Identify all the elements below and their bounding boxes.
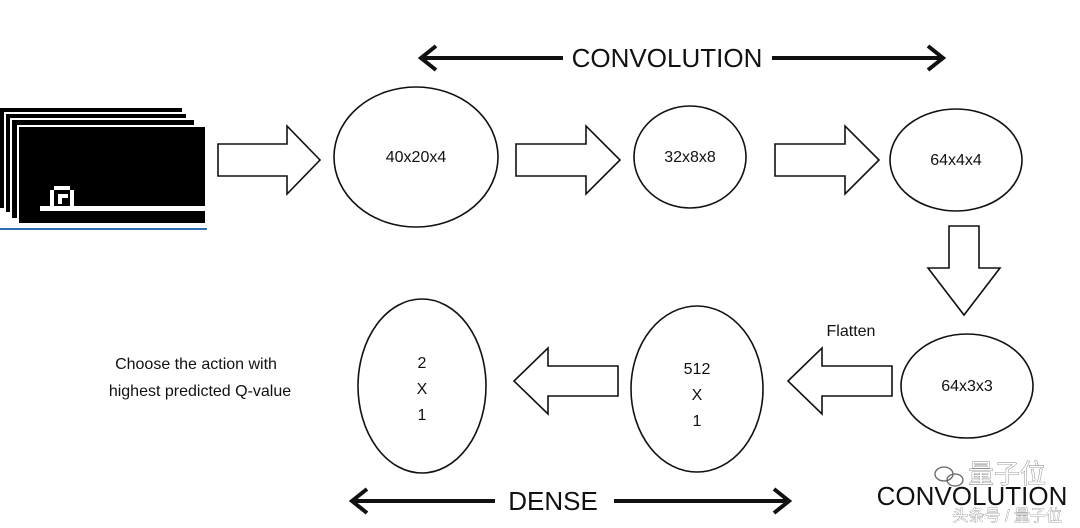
conv-layer-4: 64x3x3 <box>900 333 1034 439</box>
conv-layer-3: 64x4x4 <box>889 108 1023 212</box>
svg-text:1: 1 <box>418 407 427 424</box>
block-arrow-right-2 <box>515 124 622 196</box>
svg-text:40x20x4: 40x20x4 <box>386 149 447 166</box>
dense-layer-2: 2 X 1 <box>357 298 487 474</box>
block-arrow-right-1 <box>217 124 322 196</box>
svg-text:1: 1 <box>693 413 702 430</box>
block-arrow-left-2 <box>512 346 619 416</box>
dense-layer-512: 512 X 1 <box>630 305 764 473</box>
bottom-dense-span: DENSE <box>348 486 793 516</box>
block-arrow-down <box>926 225 1002 317</box>
svg-text:32x8x8: 32x8x8 <box>664 149 716 166</box>
bottom-convolution-label: CONVOLUTION <box>877 481 1068 511</box>
choose-action-line2: highest predicted Q-value <box>109 383 291 400</box>
input-frames-stack <box>0 108 207 230</box>
svg-text:X: X <box>417 381 428 398</box>
watermark-bottom: 头条号 / 量子位 <box>953 507 1062 525</box>
top-convolution-span: CONVOLUTION <box>417 43 947 73</box>
block-arrow-right-3 <box>774 124 881 196</box>
svg-text:64x3x3: 64x3x3 <box>941 378 993 395</box>
bottom-dense-label: DENSE <box>508 486 598 516</box>
svg-text:64x4x4: 64x4x4 <box>930 152 982 169</box>
svg-text:2: 2 <box>418 355 427 372</box>
wechat-icon <box>934 466 964 487</box>
block-arrow-left-1 <box>786 346 893 416</box>
choose-action-line1: Choose the action with <box>115 356 277 373</box>
watermark-top: 量子位 <box>968 459 1046 489</box>
svg-text:X: X <box>692 387 703 404</box>
watermark: 量子位 头条号 / 量子位 <box>934 459 1062 525</box>
top-convolution-label: CONVOLUTION <box>572 43 763 73</box>
game-character-icon <box>50 186 74 210</box>
conv-layer-2: 32x8x8 <box>633 105 747 209</box>
svg-text:512: 512 <box>684 361 711 378</box>
flatten-label: Flatten <box>827 323 876 340</box>
conv-layer-1: 40x20x4 <box>333 86 499 228</box>
